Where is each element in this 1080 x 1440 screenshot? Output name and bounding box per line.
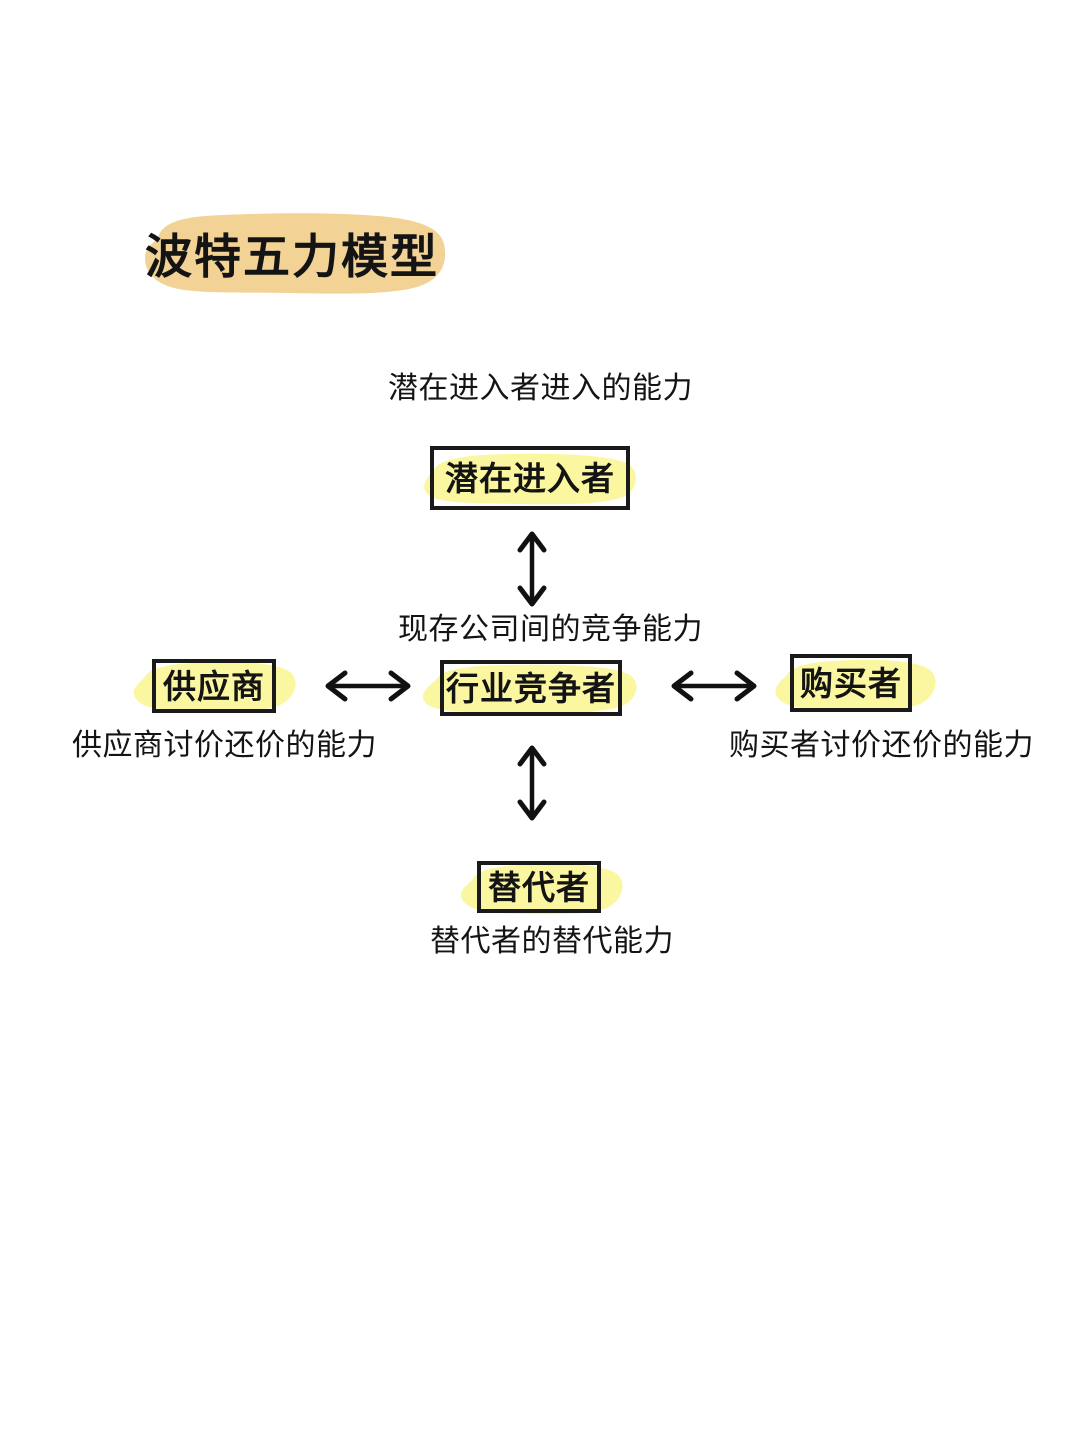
node-potential-entrant[interactable]: 潜在进入者 (424, 444, 636, 512)
caption-substitute-power: 替代者的替代能力 (430, 925, 674, 958)
node-buyer[interactable]: 购买者 (775, 652, 936, 716)
node-supplier-label: 供应商 (163, 667, 265, 705)
caption-buyer-bargaining-power: 购买者讨价还价的能力 (729, 729, 1034, 762)
caption-potential-entrant: 潜在进入者进入的能力 (388, 372, 693, 405)
node-substitute[interactable]: 替代者 (460, 858, 623, 920)
node-supplier[interactable]: 供应商 (133, 656, 296, 718)
arrow-entrant-competitor (517, 531, 547, 607)
node-industry-competitor-label: 行业竞争者 (446, 669, 616, 707)
arrow-substitute-competitor (517, 745, 547, 821)
node-supplier-box[interactable]: 供应商 (152, 659, 276, 713)
node-substitute-label: 替代者 (488, 868, 590, 906)
caption-supplier-bargaining-power: 供应商讨价还价的能力 (72, 729, 377, 762)
node-buyer-box[interactable]: 购买者 (790, 654, 912, 712)
arrow-supplier-competitor (325, 670, 411, 702)
node-industry-competitor[interactable]: 行业竞争者 (422, 658, 637, 720)
page-title-text: 波特五力模型 (145, 229, 439, 283)
arrow-competitor-buyer (671, 670, 757, 702)
page-title: 波特五力模型 (132, 208, 452, 296)
node-potential-entrant-label: 潜在进入者 (445, 459, 615, 497)
node-substitute-box[interactable]: 替代者 (477, 861, 601, 913)
node-industry-competitor-box[interactable]: 行业竞争者 (440, 660, 622, 716)
node-buyer-label: 购买者 (800, 664, 902, 702)
caption-industry-rivalry: 现存公司间的竞争能力 (398, 613, 703, 646)
node-potential-entrant-box[interactable]: 潜在进入者 (430, 446, 630, 510)
title-highlight-blob (145, 213, 446, 294)
